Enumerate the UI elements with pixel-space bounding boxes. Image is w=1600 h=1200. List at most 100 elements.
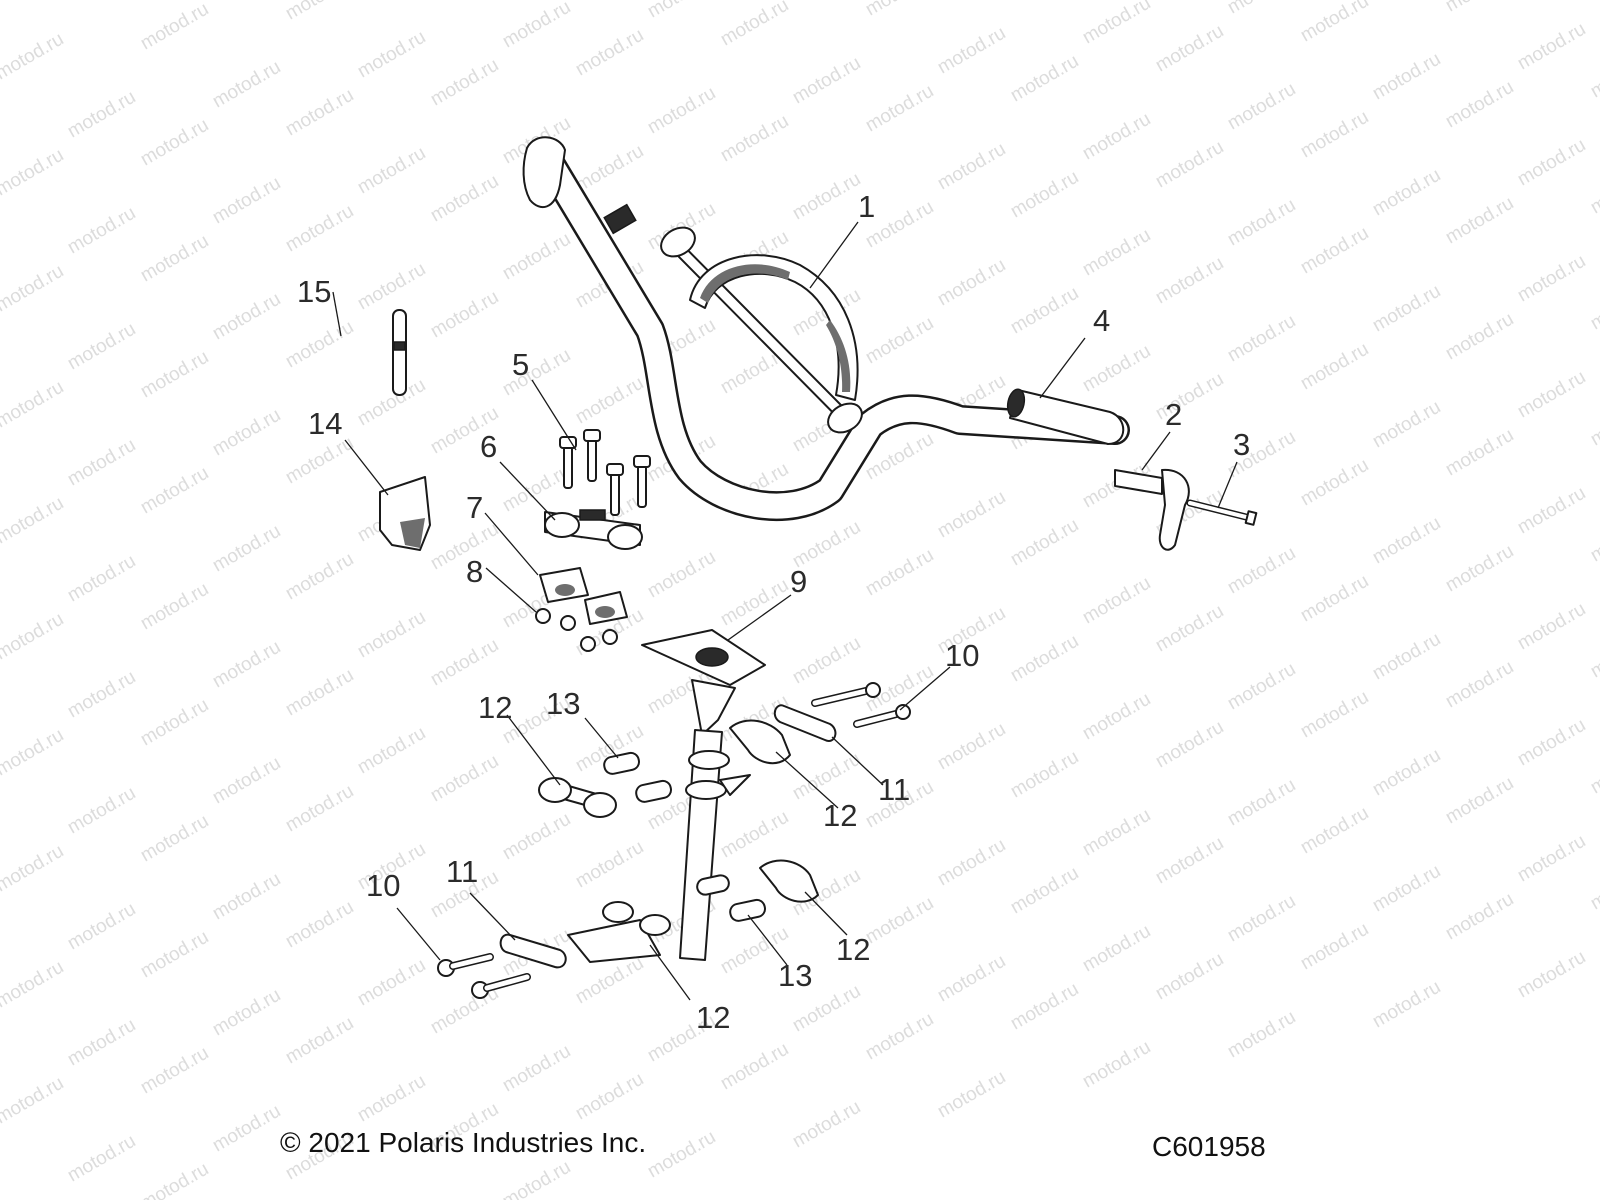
- watermark-text: motod.ru: [789, 169, 864, 225]
- watermark-text: motod.ru: [499, 345, 574, 401]
- watermark-text: motod.ru: [209, 521, 284, 577]
- watermark-text: motod.ru: [862, 81, 937, 137]
- watermark-text: motod.ru: [1369, 397, 1444, 453]
- watermark-text: motod.ru: [1224, 543, 1299, 599]
- watermark-text: motod.ru: [1152, 137, 1227, 193]
- watermark-text: motod.ru: [1369, 513, 1444, 569]
- callout-12-right: 12: [836, 932, 870, 967]
- watermark-text: motod.ru: [934, 719, 1009, 775]
- cover: [379, 476, 431, 551]
- watermark-text: motod.ru: [1079, 341, 1154, 397]
- watermark-text: motod.ru: [64, 1015, 139, 1071]
- watermark-text: motod.ru: [1442, 193, 1517, 249]
- watermark-text: motod.ru: [1369, 977, 1444, 1033]
- callout-10-upper: 10: [945, 638, 979, 673]
- callout-10-lower: 10: [366, 868, 400, 903]
- watermark-text: motod.ru: [1442, 0, 1517, 16]
- watermark-text: motod.ru: [354, 607, 429, 663]
- watermark-text: motod.ru: [354, 723, 429, 779]
- watermark-text: motod.ru: [1152, 253, 1227, 309]
- watermark-text: motod.ru: [1079, 805, 1154, 861]
- watermark-text: motod.ru: [1152, 717, 1227, 773]
- watermark-text: motod.ru: [717, 1039, 792, 1095]
- watermark-text: motod.ru: [789, 1097, 864, 1153]
- watermark-text: motod.ru: [1152, 601, 1227, 657]
- watermark-text: motod.ru: [644, 547, 719, 603]
- watermark-text: motod.ru: [1007, 51, 1082, 107]
- watermark-text: motod.ru: [499, 1041, 574, 1097]
- callout-9: 9: [790, 564, 807, 599]
- copyright-text: © 2021 Polaris Industries Inc.: [280, 1127, 647, 1158]
- callout-13-lower: 13: [778, 958, 812, 993]
- watermark-text: motod.ru: [64, 319, 139, 375]
- watermark-text: motod.ru: [0, 261, 67, 317]
- watermark-text: motod.ru: [862, 313, 937, 369]
- watermark-text: motod.ru: [1297, 803, 1372, 859]
- watermark-text: motod.ru: [209, 173, 284, 229]
- watermark-text: motod.ru: [427, 751, 502, 807]
- watermark-text: motod.ru: [1007, 631, 1082, 687]
- watermark-text: motod.ru: [1514, 251, 1589, 307]
- pin: [392, 309, 407, 396]
- watermark-text: motod.ru: [1514, 831, 1589, 887]
- watermark-text: motod.ru: [1297, 455, 1372, 511]
- watermark-text: motod.ru: [1442, 425, 1517, 481]
- watermark-text: motod.ru: [1007, 979, 1082, 1035]
- callout-labels: 1 2 3 4 5 6 7 8 9 10 10 11 11 12 12 12 1…: [297, 189, 1250, 1035]
- watermark-text: motod.ru: [0, 29, 67, 85]
- watermark-text: motod.ru: [64, 1131, 139, 1187]
- watermark-text: motod.ru: [354, 259, 429, 315]
- watermark-text: motod.ru: [0, 377, 67, 433]
- watermark-text: motod.ru: [64, 783, 139, 839]
- clamp-blocks: [538, 719, 819, 936]
- watermark-text: motod.ru: [1152, 369, 1227, 425]
- watermark-text: motod.ru: [137, 1159, 212, 1200]
- watermark-text: motod.ru: [499, 229, 574, 285]
- watermark-text: motod.ru: [282, 897, 357, 953]
- watermark-text: motod.ru: [137, 927, 212, 983]
- watermark-text: motod.ru: [1152, 833, 1227, 889]
- watermark-text: motod.ru: [209, 753, 284, 809]
- watermark-text: motod.ru: [644, 1127, 719, 1183]
- watermark-text: motod.ru: [1587, 627, 1600, 683]
- watermark-text: motod.ru: [427, 635, 502, 691]
- watermark-text: motod.ru: [209, 637, 284, 693]
- callout-11-upper: 11: [878, 772, 910, 807]
- watermark-text: motod.ru: [1224, 79, 1299, 135]
- watermark-text: motod.ru: [717, 807, 792, 863]
- callout-14: 14: [308, 406, 342, 441]
- watermark-text: motod.ru: [354, 27, 429, 83]
- watermark-text: motod.ru: [499, 809, 574, 865]
- leader-lines: [332, 221, 1238, 1001]
- watermark-text: motod.ru: [64, 667, 139, 723]
- watermark-text: motod.ru: [789, 633, 864, 689]
- watermark-text: motod.ru: [862, 1009, 937, 1065]
- watermark-text: motod.ru: [1297, 107, 1372, 163]
- watermark-text: motod.ru: [1442, 309, 1517, 365]
- lower-clamps: [539, 567, 628, 625]
- watermark-text: motod.ru: [64, 435, 139, 491]
- watermark-text: motod.ru: [1007, 747, 1082, 803]
- bolts-upper: [811, 682, 911, 728]
- watermark-text: motod.ru: [427, 287, 502, 343]
- watermark-text: motod.ru: [1079, 921, 1154, 977]
- watermark-text: motod.ru: [644, 83, 719, 139]
- watermark-text: motod.ru: [1297, 687, 1372, 743]
- watermark-text: motod.ru: [354, 143, 429, 199]
- watermark-text: motod.ru: [499, 1157, 574, 1200]
- watermark-text: motod.ru: [0, 957, 67, 1013]
- watermark-text: motod.ru: [1587, 859, 1600, 915]
- watermark-text: motod.ru: [1007, 515, 1082, 571]
- watermark-text: motod.ru: [1007, 863, 1082, 919]
- watermark-text: motod.ru: [282, 201, 357, 257]
- watermark-text: motod.ru: [644, 0, 719, 22]
- watermark-text: motod.ru: [1224, 1007, 1299, 1063]
- watermark-text: motod.ru: [209, 57, 284, 113]
- watermark-text: motod.ru: [1224, 0, 1299, 18]
- watermark-text: motod.ru: [1514, 367, 1589, 423]
- callout-7: 7: [466, 490, 483, 525]
- watermark-text: motod.ru: [1587, 47, 1600, 103]
- watermark-text: motod.ru: [1224, 891, 1299, 947]
- watermark-text: motod.ru: [209, 289, 284, 345]
- callout-4: 4: [1093, 303, 1110, 338]
